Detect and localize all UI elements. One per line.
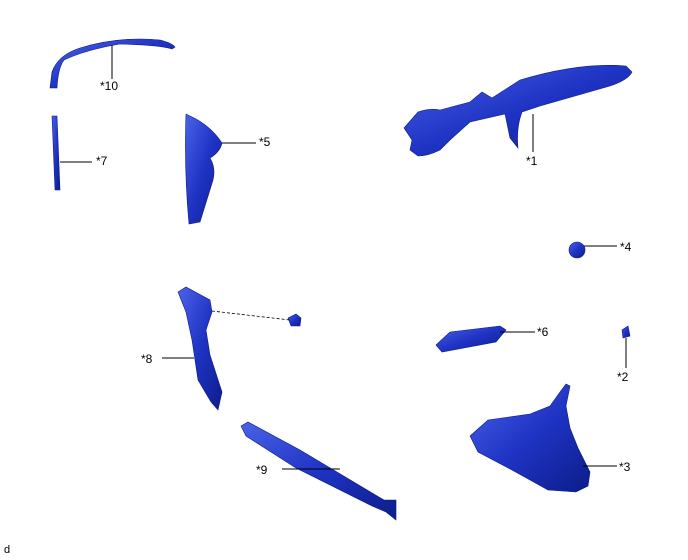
part-5 bbox=[185, 113, 223, 225]
part-6 bbox=[435, 325, 507, 353]
label-9: *9 bbox=[256, 463, 268, 477]
part-7 bbox=[51, 115, 61, 191]
part-4 bbox=[568, 241, 586, 259]
label-2: *2 bbox=[617, 370, 629, 384]
label-8: *8 bbox=[141, 352, 153, 366]
dashed-leader bbox=[211, 310, 291, 321]
part-8 bbox=[177, 286, 223, 411]
label-7: *7 bbox=[96, 154, 108, 168]
label-4: *4 bbox=[620, 240, 632, 254]
label-1: *1 bbox=[526, 154, 538, 168]
part-3 bbox=[469, 383, 591, 493]
label-10: *10 bbox=[100, 79, 119, 93]
label-6: *6 bbox=[537, 325, 549, 339]
label-5: *5 bbox=[259, 135, 271, 149]
part-8-clip bbox=[287, 313, 302, 327]
part-1 bbox=[403, 64, 633, 157]
part-9 bbox=[240, 421, 397, 521]
label-3: *3 bbox=[619, 460, 631, 474]
part-10 bbox=[49, 38, 176, 89]
figure-id: d bbox=[4, 544, 11, 556]
part-2 bbox=[621, 325, 631, 339]
